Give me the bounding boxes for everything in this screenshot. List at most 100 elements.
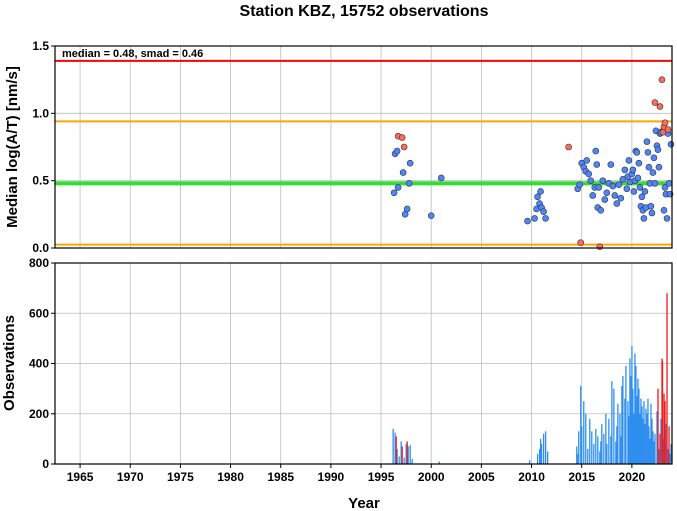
scatter-point bbox=[651, 99, 659, 106]
observation-bar bbox=[611, 381, 613, 464]
observation-bar bbox=[597, 436, 599, 464]
scatter-point bbox=[587, 177, 595, 184]
observation-bar bbox=[660, 418, 662, 464]
observation-bar bbox=[632, 388, 634, 464]
y-tick-label: 800 bbox=[29, 256, 49, 270]
observation-bar bbox=[638, 388, 640, 464]
observation-bar bbox=[631, 345, 633, 464]
observation-bar bbox=[600, 441, 602, 464]
observation-bar bbox=[646, 413, 648, 464]
scatter-point bbox=[576, 181, 584, 189]
y-tick-label: 1.0 bbox=[32, 106, 49, 120]
scatter-point bbox=[542, 215, 549, 222]
observation-bar bbox=[536, 453, 539, 464]
observation-bar bbox=[603, 433, 605, 464]
observation-bar bbox=[648, 426, 650, 464]
observation-bar bbox=[653, 441, 655, 464]
scatter-point bbox=[617, 194, 625, 202]
scatter-point bbox=[399, 169, 407, 176]
observation-bar bbox=[577, 453, 579, 464]
scatter-point bbox=[390, 189, 398, 197]
observation-bar bbox=[630, 376, 632, 464]
scatter-point bbox=[603, 189, 611, 197]
scatter-point bbox=[393, 147, 401, 155]
x-tick-label: 2000 bbox=[418, 470, 445, 484]
x-tick-label: 1995 bbox=[368, 470, 395, 484]
observation-bar bbox=[540, 443, 543, 464]
scatter-point bbox=[645, 163, 653, 171]
scatter-point bbox=[640, 215, 648, 222]
observation-bar bbox=[665, 423, 667, 464]
x-tick-label: 1970 bbox=[117, 470, 144, 484]
observation-bar bbox=[403, 457, 405, 464]
y-tick-label: 0.5 bbox=[32, 174, 49, 188]
observation-bar bbox=[663, 393, 665, 464]
scatter-point bbox=[607, 161, 615, 168]
scatter-point bbox=[427, 212, 435, 219]
scatter-point bbox=[664, 126, 672, 133]
observation-bar bbox=[616, 426, 618, 464]
observation-bar bbox=[645, 408, 647, 464]
observation-bar bbox=[585, 413, 587, 464]
scatter-point bbox=[663, 215, 671, 222]
scatter-point bbox=[398, 134, 406, 141]
scatter-point bbox=[638, 193, 646, 201]
scatter-point bbox=[537, 188, 544, 195]
x-tick-label: 1980 bbox=[217, 470, 244, 484]
observation-bar bbox=[629, 358, 631, 464]
observation-bar bbox=[635, 366, 637, 464]
scatter-point bbox=[613, 200, 621, 207]
observation-bar bbox=[661, 360, 664, 464]
observation-bar bbox=[637, 378, 639, 464]
observation-bar bbox=[633, 413, 635, 464]
observation-bar bbox=[578, 431, 580, 464]
scatter-point bbox=[633, 149, 641, 156]
x-tick-label: 2005 bbox=[468, 470, 495, 484]
observation-bar bbox=[593, 443, 595, 464]
observation-bar bbox=[583, 401, 585, 464]
observation-bar bbox=[628, 416, 630, 464]
scatter-point bbox=[649, 169, 657, 176]
observation-bar bbox=[649, 438, 651, 464]
observation-bar bbox=[401, 446, 403, 464]
stats-annotation: median = 0.48, smad = 0.46 bbox=[62, 48, 203, 60]
observation-bar bbox=[652, 431, 654, 464]
scatter-point bbox=[599, 177, 607, 184]
x-tick-label: 2020 bbox=[619, 470, 646, 484]
scatter-point bbox=[667, 141, 675, 148]
observation-bar bbox=[613, 388, 615, 464]
scatter-point bbox=[601, 196, 609, 203]
observation-bar bbox=[651, 418, 653, 464]
scatter-point bbox=[540, 208, 547, 215]
observation-bar bbox=[647, 398, 649, 464]
observation-bar bbox=[542, 433, 545, 464]
scatter-point bbox=[577, 239, 585, 246]
observation-bar bbox=[615, 441, 617, 464]
observation-bar bbox=[576, 446, 578, 464]
observation-bar bbox=[642, 418, 644, 464]
scatter-point bbox=[630, 188, 638, 195]
observation-bar bbox=[656, 411, 658, 464]
scatter-point bbox=[656, 103, 664, 110]
scatter-point bbox=[596, 243, 604, 250]
observation-bar bbox=[669, 453, 671, 464]
x-tick-label: 1965 bbox=[67, 470, 94, 484]
observation-bar bbox=[601, 423, 603, 464]
scatter-point bbox=[583, 157, 591, 164]
scatter-point bbox=[650, 154, 658, 162]
bottom-bars bbox=[392, 293, 672, 464]
observation-bar bbox=[538, 448, 541, 464]
observation-bar bbox=[394, 432, 396, 464]
observation-bar bbox=[398, 456, 400, 464]
observation-bar bbox=[634, 353, 636, 464]
bottom-y-axis-label: Observations bbox=[1, 315, 18, 411]
scatter-point bbox=[629, 166, 637, 174]
scatter-point bbox=[403, 205, 411, 213]
x-tick-label: 2015 bbox=[568, 470, 595, 484]
y-tick-label: 200 bbox=[29, 407, 49, 421]
observation-bar bbox=[396, 448, 398, 464]
observation-bar bbox=[544, 431, 547, 464]
observation-bar bbox=[668, 426, 670, 464]
